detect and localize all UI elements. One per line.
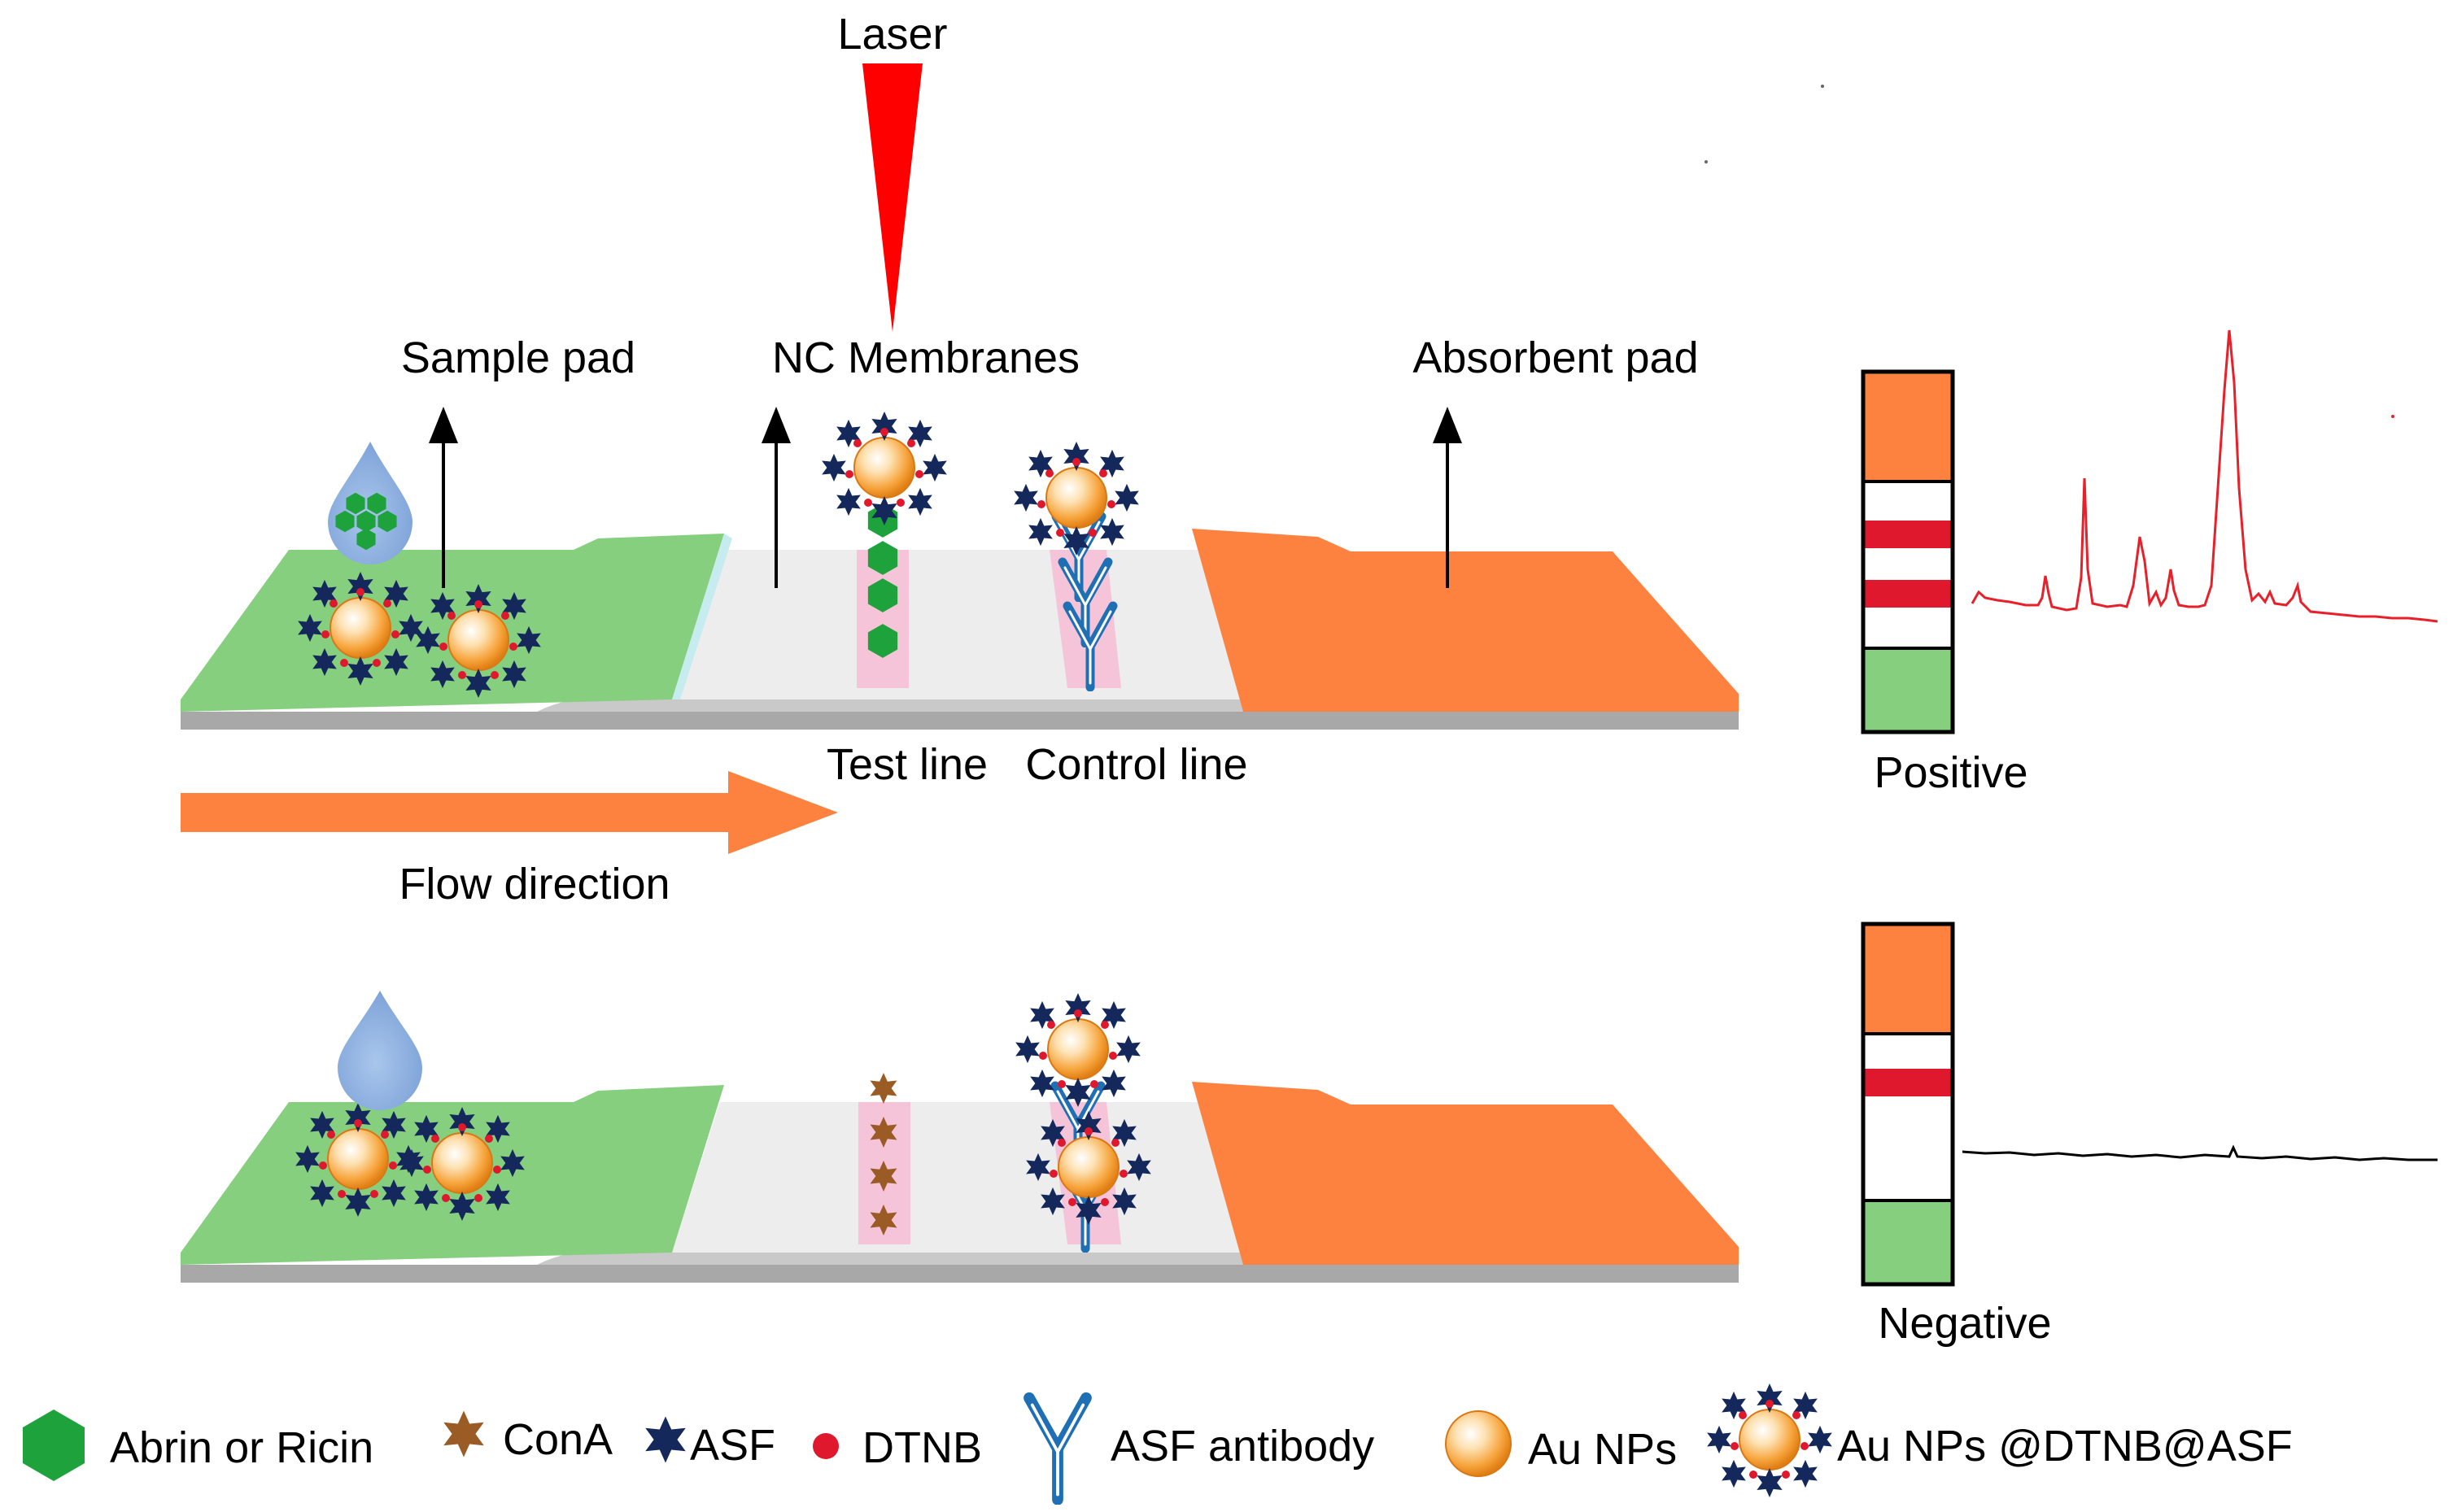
positive-spectrum [1971, 329, 2438, 623]
sample-drop-icon [338, 991, 422, 1110]
conjugate-icon [1014, 442, 1139, 556]
flow-direction-label: Flow direction [399, 860, 670, 909]
legend-label: Au NPs [1528, 1425, 1677, 1474]
backing-card [181, 712, 1739, 730]
control-line-label: Control line [1025, 740, 1247, 789]
navy-star-icon [645, 1416, 686, 1463]
sample-pad-edge [672, 534, 732, 699]
conjugate-icon [1707, 1383, 1832, 1497]
nc-membranes-arrow [762, 407, 791, 588]
legend-label: DTNB [862, 1423, 982, 1472]
speck [1704, 160, 1708, 163]
backing-card [181, 1265, 1739, 1283]
legend-label: Au NPs @DTNB@ASF [1837, 1422, 2293, 1471]
flow-direction-arrow [181, 771, 838, 854]
antibody-icon [1029, 1398, 1086, 1500]
brown-star-icon [443, 1410, 484, 1458]
positive-result-strip [1861, 369, 1955, 734]
top-strip [181, 412, 1739, 730]
sample-pad-arrow [429, 407, 458, 588]
absorbent-pad [1192, 529, 1739, 712]
legend-label: ASF antibody [1111, 1422, 1374, 1471]
absorbent-pad [1192, 1082, 1739, 1265]
speck [1821, 85, 1824, 88]
legend-label: Abrin or Ricin [110, 1423, 373, 1472]
negative-label: Negative [1878, 1299, 2051, 1348]
legend-label: ASF [690, 1421, 775, 1470]
legend-label: ConA [503, 1415, 613, 1464]
conjugate-icon [822, 412, 947, 525]
nc-membrane [672, 550, 1243, 699]
positive-label: Positive [1874, 748, 2027, 797]
gold-sphere-icon [1445, 1410, 1512, 1477]
nc-membrane [672, 1102, 1243, 1253]
test-line-label: Test line [827, 740, 988, 789]
hexagon-icon [23, 1410, 85, 1481]
laser-beam [862, 63, 923, 332]
absorbent-pad-arrow [1433, 407, 1462, 588]
sample-pad-label: Sample pad [401, 333, 635, 382]
sample-pad [181, 534, 724, 712]
negative-spectrum [1962, 1144, 2438, 1161]
red-dot-icon [813, 1433, 839, 1459]
legend: Abrin or Ricin ConA ASF DTNB ASF antibod… [23, 1383, 2293, 1500]
absorbent-pad-label: Absorbent pad [1412, 333, 1698, 382]
speck [2391, 415, 2394, 418]
laser-label: Laser [837, 10, 947, 59]
negative-result-strip [1861, 922, 1955, 1287]
bottom-strip [181, 991, 1739, 1283]
conjugate-icon [1015, 993, 1141, 1107]
nc-membranes-label: NC Membranes [772, 333, 1080, 382]
brown-star-icon [870, 1073, 897, 1104]
